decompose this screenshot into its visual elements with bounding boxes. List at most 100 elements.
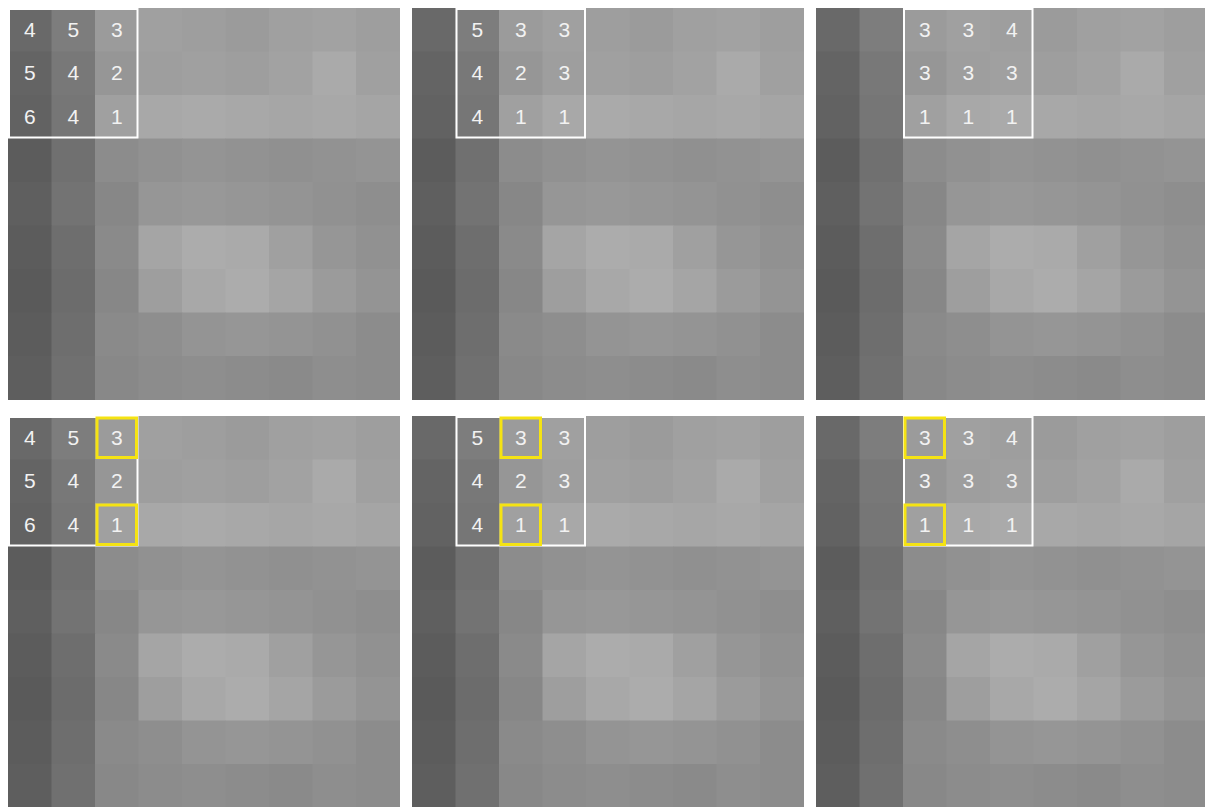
pixel (8, 634, 52, 678)
pixel (499, 460, 543, 504)
pixel (95, 95, 139, 139)
pixel (1034, 721, 1078, 765)
pixel (1164, 8, 1205, 52)
pixel (226, 269, 270, 313)
pixel (543, 721, 587, 765)
pixel (356, 313, 400, 357)
pixel (8, 416, 52, 460)
pixel-value: 5 (456, 416, 500, 460)
pixel (543, 269, 587, 313)
pixel (816, 226, 860, 270)
pixel (586, 547, 630, 591)
pixel (1034, 547, 1078, 591)
pixel (456, 416, 500, 460)
pixel (182, 677, 226, 721)
pixel (182, 52, 226, 96)
pixel (499, 313, 543, 357)
pixel (947, 356, 991, 400)
pixel (947, 52, 991, 96)
pixel (356, 547, 400, 591)
pixel (52, 460, 96, 504)
pixel (760, 590, 804, 634)
pixel-value: 4 (8, 8, 52, 52)
pixel (586, 269, 630, 313)
pixel-value: 3 (903, 416, 947, 460)
pixel (947, 95, 991, 139)
pixel (226, 677, 270, 721)
pixel (456, 547, 500, 591)
pixel (543, 313, 587, 357)
pixel (226, 547, 270, 591)
pixel (356, 95, 400, 139)
pixel (543, 8, 587, 52)
pixel (543, 634, 587, 678)
pixel (499, 677, 543, 721)
pixel (760, 677, 804, 721)
pixel (182, 590, 226, 634)
pixel (313, 356, 357, 400)
pixel-value: 3 (95, 416, 139, 460)
pixel (412, 547, 456, 591)
pixel (860, 139, 904, 183)
pixel (1121, 634, 1165, 678)
pixel (860, 590, 904, 634)
pixel (356, 139, 400, 183)
pixel-value: 4 (52, 52, 96, 96)
pixel (816, 503, 860, 547)
pixel (1121, 764, 1165, 807)
pixel (760, 416, 804, 460)
pixel (760, 356, 804, 400)
pixel (760, 8, 804, 52)
pixel (412, 677, 456, 721)
pixel (313, 182, 357, 226)
pixel (8, 182, 52, 226)
pixel (717, 764, 761, 807)
pixel (1077, 590, 1121, 634)
pixel (990, 139, 1034, 183)
pixel (903, 503, 947, 547)
window-frame (457, 417, 586, 546)
pixel-value: 1 (543, 503, 587, 547)
pixel (860, 547, 904, 591)
pixel (630, 95, 674, 139)
pixel (182, 226, 226, 270)
pixel (139, 8, 183, 52)
pixel (543, 182, 587, 226)
pixel (356, 356, 400, 400)
pixel (356, 52, 400, 96)
pixel (1034, 226, 1078, 270)
pixel-value: 3 (903, 8, 947, 52)
pixel-value: 3 (903, 460, 947, 504)
pixel (543, 356, 587, 400)
pixel-value: 3 (499, 416, 543, 460)
pixel (1077, 677, 1121, 721)
pixel (269, 269, 313, 313)
pixel-panel (412, 416, 804, 807)
pixel-panel (412, 8, 804, 400)
pixel (1121, 503, 1165, 547)
pixel (139, 356, 183, 400)
pixel (1077, 226, 1121, 270)
pixel (8, 460, 52, 504)
pixel (1121, 313, 1165, 357)
pixel (8, 95, 52, 139)
pixel (139, 416, 183, 460)
pixel-value: 3 (947, 52, 991, 96)
pixel (1034, 677, 1078, 721)
pixel (8, 139, 52, 183)
pixel (139, 313, 183, 357)
pixel (816, 139, 860, 183)
pixel (717, 356, 761, 400)
pixel (673, 503, 717, 547)
pixel (8, 52, 52, 96)
pixel (499, 8, 543, 52)
pixel (816, 182, 860, 226)
window-frame (904, 9, 1033, 138)
pixel (139, 503, 183, 547)
pixel (356, 269, 400, 313)
pixel (412, 503, 456, 547)
pixel (990, 460, 1034, 504)
pixel (356, 590, 400, 634)
pixel (139, 52, 183, 96)
